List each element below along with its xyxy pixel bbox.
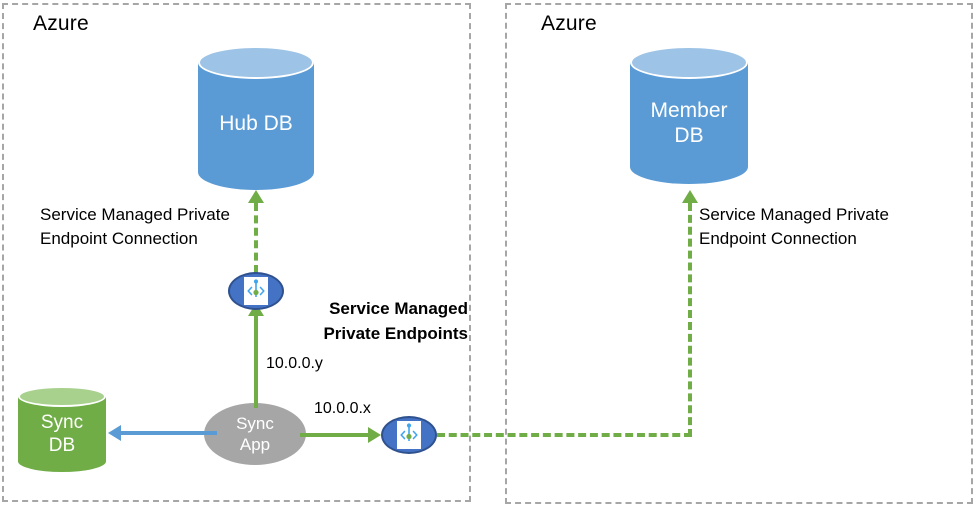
member-connection-arrow-icon — [682, 190, 698, 203]
azure-label-right: Azure — [541, 12, 597, 35]
sync-db-node: Sync DB — [18, 386, 106, 472]
member-db-cylinder-top — [630, 46, 748, 79]
sync-app-to-upper-endpoint-line — [254, 315, 258, 408]
private-endpoint-upper[interactable] — [228, 272, 284, 310]
sync-db-arrow-icon — [108, 425, 121, 441]
hub-private-endpoint-connection-line — [254, 203, 258, 273]
member-connection-line-vertical — [688, 203, 692, 437]
member-db-node: Member DB — [630, 46, 748, 184]
member-connection-line-horizontal — [437, 433, 692, 437]
private-link-icon — [244, 277, 268, 305]
ip-label-hub: 10.0.0.y — [266, 355, 323, 372]
ip-label-member: 10.0.0.x — [314, 400, 371, 417]
sync-db-label: Sync DB — [40, 412, 84, 456]
sync-app-node: Sync App — [204, 403, 306, 465]
azure-label-left: Azure — [33, 12, 89, 35]
member-db-label: Member DB — [650, 99, 728, 147]
hub-db-cylinder-body — [198, 62, 314, 190]
sync-app-to-lower-endpoint-line — [300, 433, 378, 437]
hub-connection-arrow-icon — [248, 190, 264, 203]
lower-endpoint-arrow-icon — [368, 427, 381, 443]
sync-app-label: Sync App — [236, 414, 274, 454]
service-managed-private-endpoints-title: Service Managed Private Endpoints — [323, 299, 468, 343]
hub-db-cylinder-top — [198, 46, 314, 79]
member-connection-annotation: Service Managed Private Endpoint Connect… — [699, 205, 889, 248]
hub-db-node: Hub DB — [198, 46, 314, 190]
hub-connection-annotation: Service Managed Private Endpoint Connect… — [40, 205, 230, 248]
private-link-icon — [397, 421, 421, 449]
azure-boundary-right — [505, 3, 973, 504]
private-endpoint-lower[interactable] — [381, 416, 437, 454]
sync-app-to-sync-db-line — [121, 431, 217, 435]
sync-db-cylinder-top — [18, 386, 106, 407]
sync-db-cylinder-body — [18, 396, 106, 472]
member-db-cylinder-body — [630, 62, 748, 184]
azure-boundary-left — [2, 3, 471, 502]
hub-db-label: Hub DB — [219, 112, 293, 135]
